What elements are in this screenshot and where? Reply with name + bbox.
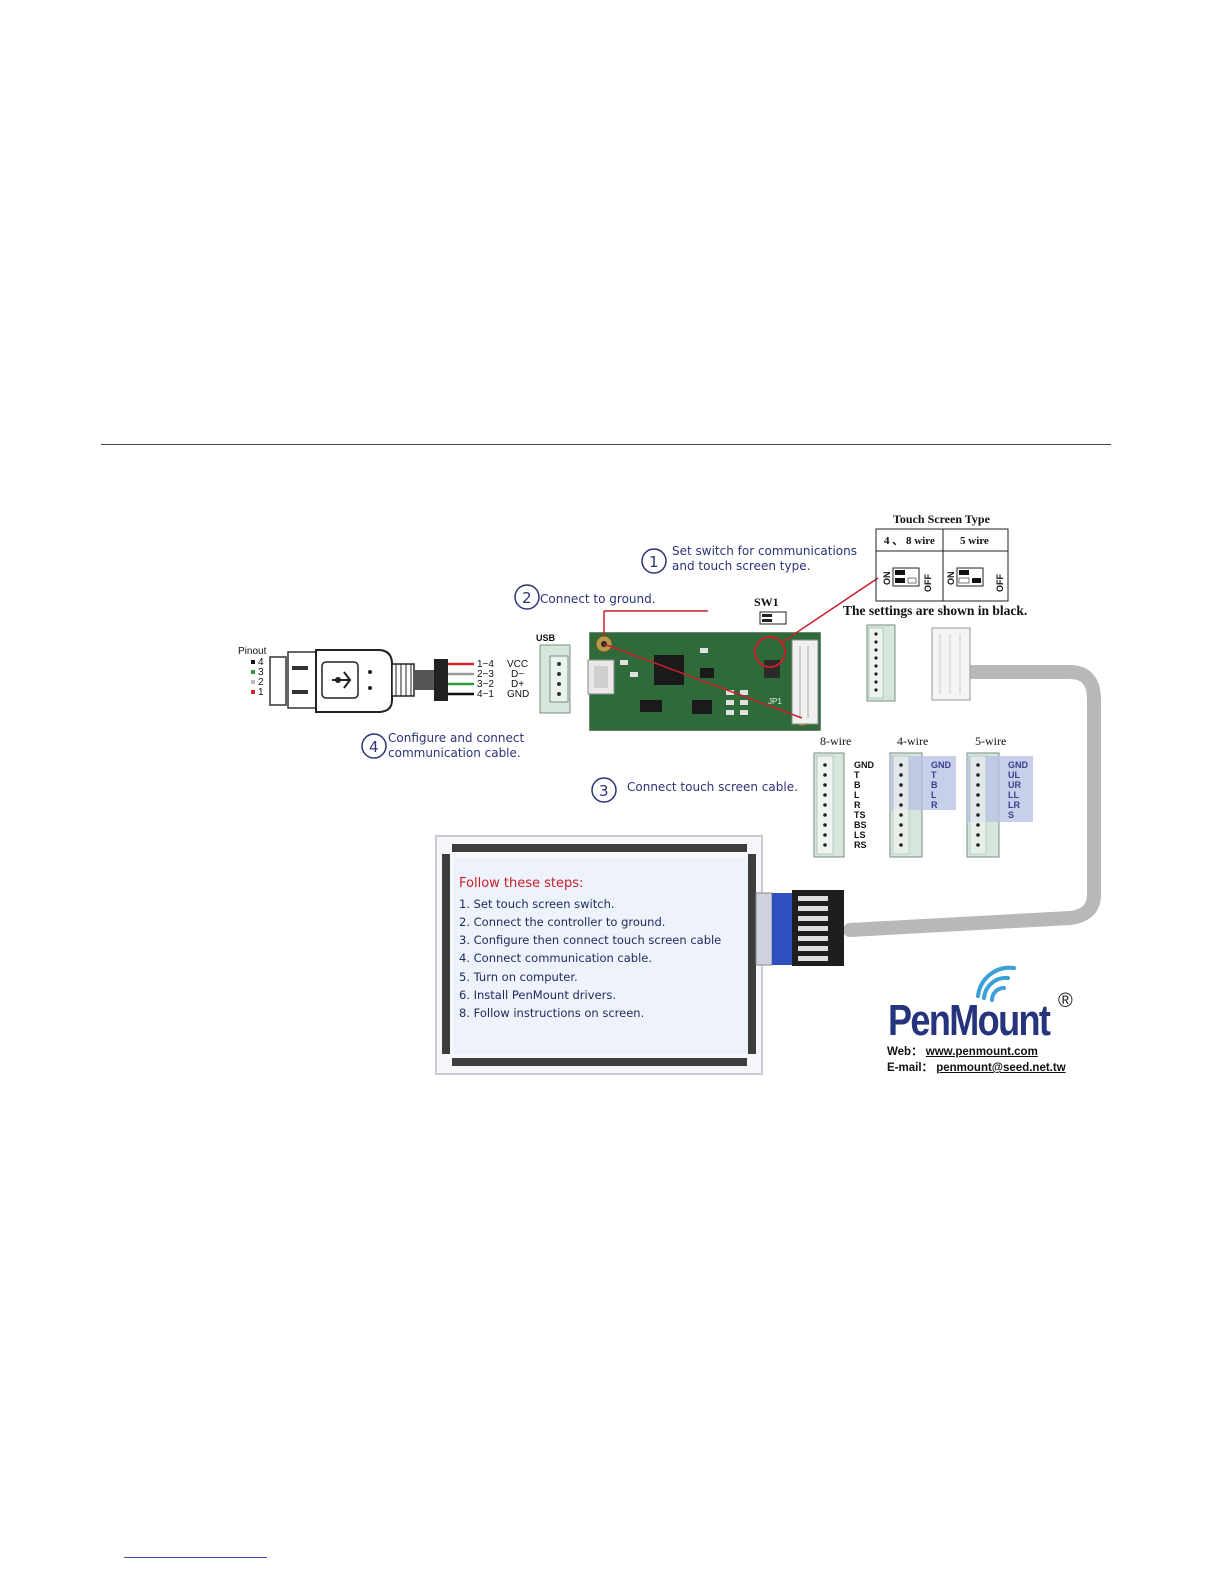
- eight-wire-pin-gnd: GND: [854, 760, 875, 770]
- connector-5wire: [966, 752, 1033, 858]
- eight-wire-pin-ts: TS: [854, 810, 866, 820]
- board-side-connector-8wire: [866, 624, 896, 702]
- connector-8wire: [813, 752, 845, 858]
- usb-plug: [269, 649, 448, 713]
- web-label: Web：: [887, 1046, 923, 1058]
- email-link[interactable]: penmount@seed.net.tw: [936, 1062, 1066, 1074]
- wire-map-vcc: 1−4: [477, 659, 494, 670]
- five-wire-pin-ur: UR: [1008, 780, 1021, 790]
- touch-type-col2: 5 wire: [960, 535, 989, 547]
- dip-off-label-2: OFF: [995, 574, 1005, 592]
- penmount-logo: PenMount: [888, 996, 1051, 1045]
- four-wire-pin-r: R: [931, 800, 938, 810]
- callout-4-line2: communication cable.: [388, 746, 521, 760]
- pinout-label: Pinout: [238, 646, 267, 657]
- usb-wires: [448, 662, 474, 696]
- pinout-pin-1: 1: [258, 687, 264, 698]
- callout-1-badge: [641, 548, 667, 574]
- eight-wire-pin-b: B: [854, 780, 861, 790]
- five-wire-pin-s: S: [1008, 810, 1014, 820]
- penmount-signal-icon: [976, 965, 1016, 1002]
- leader-lines: [603, 577, 879, 719]
- dip-on-label-1: ON: [882, 572, 892, 586]
- eight-wire-pin-t: T: [854, 770, 860, 780]
- touch-type-table: [875, 528, 1009, 602]
- steps-title: Follow these steps:: [459, 876, 584, 891]
- four-wire-pin-gnd: GND: [931, 760, 952, 770]
- callout-2-number: 2: [522, 589, 532, 607]
- step-item: 8. Follow instructions on screen.: [459, 1006, 645, 1020]
- step-item: 6. Install PenMount drivers.: [459, 988, 616, 1002]
- dip-off-label-1: OFF: [923, 574, 933, 592]
- callout-4-line1: Configure and connect: [388, 731, 524, 745]
- web-contact: Web： www.penmount.com: [887, 1043, 1038, 1059]
- wire-name-vcc: VCC: [507, 659, 528, 670]
- four-wire-pin-t: T: [931, 770, 937, 780]
- board-side-connector-5wire: [931, 627, 971, 701]
- four-wire-pin-b: B: [931, 780, 938, 790]
- touch-type-col1: 4 、 8 wire: [884, 535, 935, 547]
- callout-3-text: Connect touch screen cable.: [627, 780, 798, 794]
- five-wire-pin-ll: LL: [1008, 790, 1019, 800]
- callout-1-number: 1: [649, 553, 659, 571]
- eight-wire-pin-bs: BS: [854, 820, 867, 830]
- wire-map-dminus: 2−3: [477, 669, 494, 680]
- touch-type-title: Touch Screen Type: [893, 512, 991, 526]
- callout-3-number: 3: [599, 782, 609, 800]
- four-wire-pin-l: L: [931, 790, 937, 800]
- step-item: 4. Connect communication cable.: [459, 951, 653, 965]
- five-wire-pin-gnd: GND: [1008, 760, 1029, 770]
- pinout-pin-2: 2: [258, 677, 264, 688]
- callout-1-line1: Set switch for communications: [672, 544, 857, 558]
- pinout-pin-3: 3: [258, 667, 264, 678]
- footnote-rule: [124, 1557, 267, 1558]
- callout-3-badge: [591, 777, 617, 803]
- callout-2-badge: [514, 584, 540, 610]
- eight-wire-pin-ls: LS: [854, 830, 866, 840]
- steps-box: [453, 858, 748, 1054]
- usb-header-connector: [539, 644, 571, 714]
- eight-wire-pin-l: L: [854, 790, 860, 800]
- pinout-pin-4: 4: [258, 657, 264, 668]
- wire-map-dplus: 3−2: [477, 679, 494, 690]
- wire-name-gnd: GND: [507, 689, 529, 700]
- dip-5-wire: [956, 567, 984, 587]
- wire-name-dminus: D−: [511, 669, 524, 680]
- wire-map-gnd: 4−1: [477, 689, 494, 700]
- header-rule: [101, 444, 1111, 445]
- five-wire-label: 5-wire: [975, 734, 1006, 748]
- email-label: E-mail：: [887, 1062, 934, 1074]
- sw1-highlight: [754, 636, 786, 668]
- callout-2-text: Connect to ground.: [540, 592, 656, 606]
- callout-4-number: 4: [369, 738, 379, 756]
- sw1-mini-switch: [759, 611, 787, 625]
- eight-wire-label: 8-wire: [820, 734, 851, 748]
- wire-name-dplus: D+: [511, 679, 524, 690]
- four-wire-label: 4-wire: [897, 734, 928, 748]
- step-item: 5. Turn on computer.: [459, 970, 578, 984]
- callout-4-badge: [361, 733, 387, 759]
- step-item: 1. Set touch screen switch.: [459, 897, 615, 911]
- step-item: 3. Configure then connect touch screen c…: [459, 933, 722, 947]
- five-wire-pin-ul: UL: [1008, 770, 1020, 780]
- five-wire-pin-lr: LR: [1008, 800, 1020, 810]
- registered-mark: ®: [1058, 990, 1073, 1012]
- callout-1-line2: and touch screen type.: [672, 559, 810, 573]
- step-item: 2. Connect the controller to ground.: [459, 915, 666, 929]
- sw1-label: SW1: [754, 595, 779, 609]
- web-link[interactable]: www.penmount.com: [925, 1046, 1038, 1058]
- settings-note: The settings are shown in black.: [843, 603, 1027, 618]
- dip-on-label-2: ON: [946, 572, 956, 586]
- eight-wire-pin-rs: RS: [854, 840, 867, 850]
- connector-4wire: [889, 752, 956, 858]
- usb-label: USB: [536, 633, 556, 643]
- jp1-label: JP1: [768, 697, 782, 706]
- email-contact: E-mail： penmount@seed.net.tw: [887, 1059, 1066, 1075]
- dip-4-8-wire: [892, 567, 920, 587]
- pinout-markers: [251, 660, 255, 694]
- eight-wire-pin-r: R: [854, 800, 861, 810]
- touch-screen-tail-connector: [755, 890, 844, 966]
- touch-cable: [843, 665, 1101, 937]
